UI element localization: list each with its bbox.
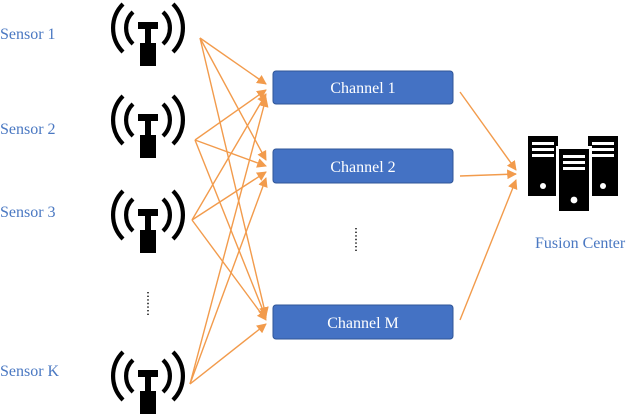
sensor-label-2: Sensor 2: [0, 121, 56, 138]
channel-box-2: Channel 2: [272, 148, 454, 184]
channel-box-1: Channel 1: [272, 70, 454, 105]
channel-label-m: Channel M: [327, 315, 399, 332]
antenna-tower-icon: [113, 4, 183, 66]
channel-label-1: Channel 1: [330, 80, 395, 97]
sensor-label-3: Sensor 3: [0, 204, 56, 221]
fusion-center-label: Fusion Center: [535, 235, 626, 252]
sensor-label-k: Sensor K: [0, 363, 60, 380]
sensor-label-1: Sensor 1: [0, 26, 56, 43]
sensor-channel-links: [189, 37, 269, 385]
antenna-tower-icon: [113, 96, 183, 158]
antenna-tower-icon: [113, 191, 183, 253]
server-rack-icon: [528, 136, 618, 214]
antenna-tower-icon: [113, 352, 183, 414]
channel-fusion-links: [459, 91, 518, 321]
channel-label-2: Channel 2: [330, 159, 395, 176]
channel-box-m: Channel M: [272, 304, 454, 340]
